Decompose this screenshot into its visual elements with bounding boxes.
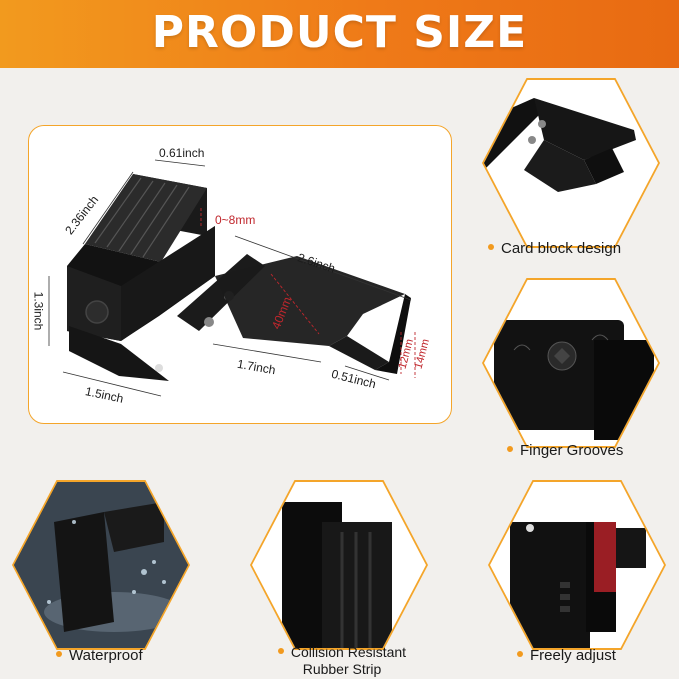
- bullet-icon: [488, 244, 494, 251]
- finger-grooves-image: [494, 320, 654, 440]
- bullet-icon: [517, 651, 523, 658]
- dim-gap: 0~8mm: [215, 213, 256, 227]
- feature-hex-freely-adjust: [488, 480, 666, 650]
- feature-caption-freely-adjust: Freely adjust: [517, 647, 616, 664]
- dim-top-width: 0.61inch: [159, 146, 205, 160]
- card-block-image: [484, 98, 636, 192]
- bullet-icon: [277, 648, 284, 655]
- feature-caption-card-block: Card block design: [488, 240, 621, 257]
- rubber-strip-image: [282, 502, 392, 648]
- bullet-icon: [507, 446, 513, 453]
- product-dimension-card: 0.61inch 2.36inch 0~8mm 2.6inch 1.3inch …: [28, 125, 452, 424]
- feature-hex-finger-grooves: [482, 278, 660, 448]
- feature-caption-finger-grooves: Finger Grooves: [507, 442, 623, 459]
- product-diagram: [48, 159, 416, 397]
- freely-adjust-image: [510, 522, 646, 648]
- waterproof-image: [14, 482, 188, 648]
- bullet-icon: [56, 651, 62, 658]
- feature-hex-card-block: [482, 78, 660, 248]
- dim-height: 1.3inch: [31, 291, 46, 331]
- page-title: PRODUCT SIZE: [151, 7, 528, 58]
- feature-caption-waterproof: Waterproof: [56, 647, 143, 664]
- title-banner: PRODUCT SIZE: [0, 0, 679, 68]
- feature-hex-waterproof: [12, 480, 190, 650]
- feature-hex-rubber-strip: [250, 480, 428, 650]
